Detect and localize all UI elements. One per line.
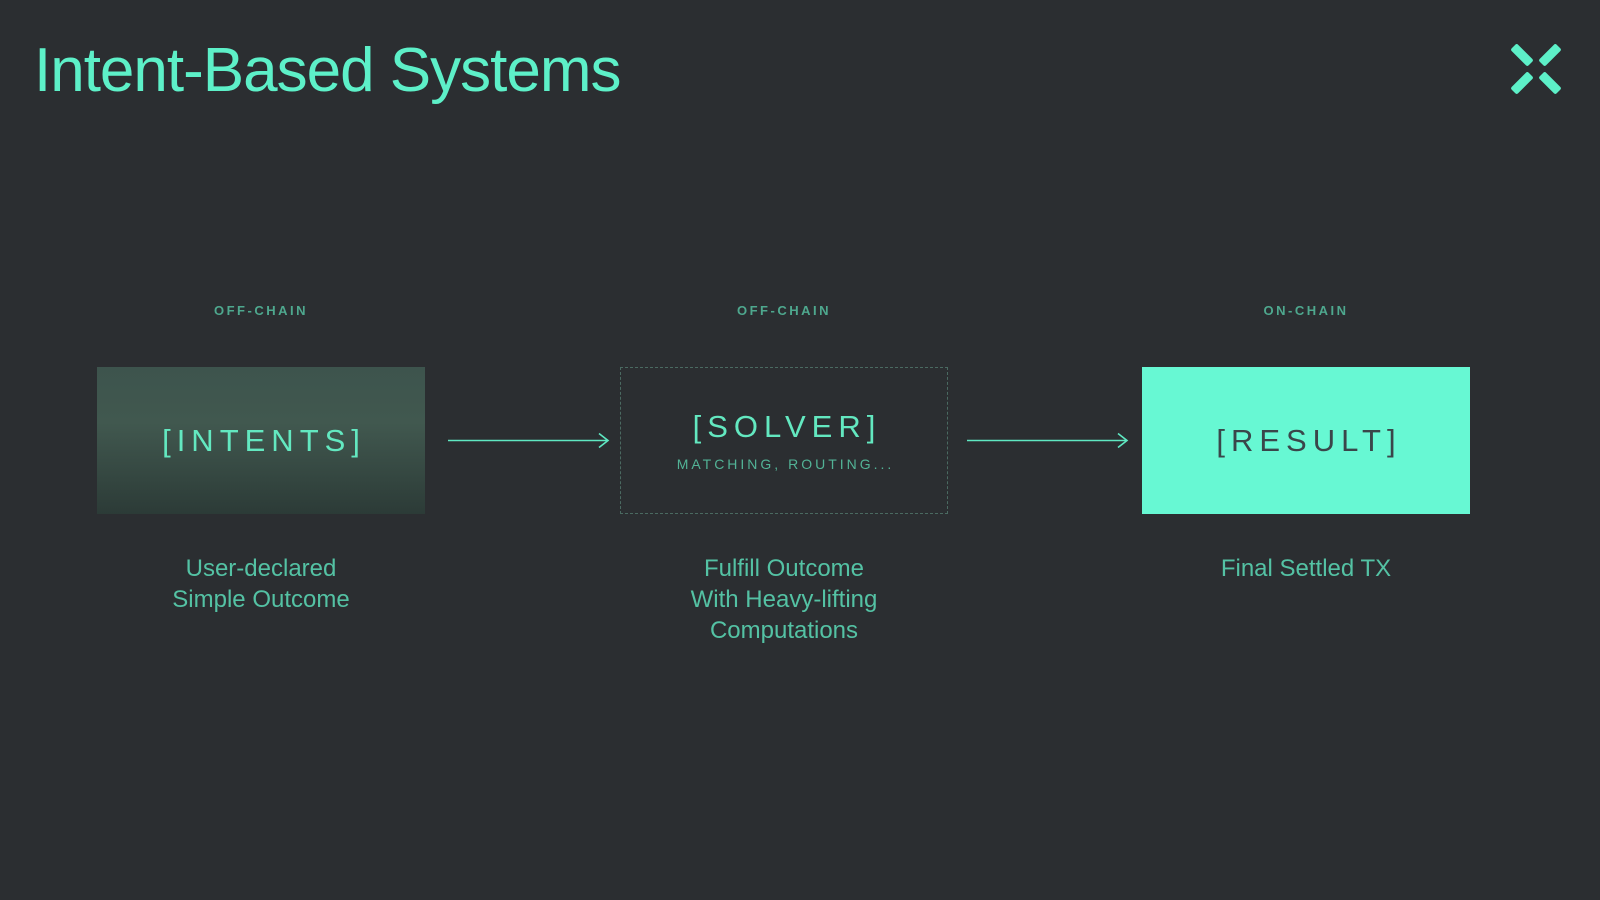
solver-caption-line-1: Fulfill Outcome [703,555,865,582]
solver-box-sublabel: MATCHING, ROUTING... [676,456,895,472]
arrow-right-icon-1 [448,432,610,449]
chain-label-off-chain-1: OFF-CHAIN [214,303,308,318]
intents-box-label: [INTENTS] [162,422,366,458]
node-solver: OFF-CHAIN [SOLVER] MATCHING, ROUTING... … [620,297,948,687]
x-mark-logo-icon [1508,41,1564,97]
page-title: Intent-Based Systems [34,36,621,105]
solver-caption-line-3: Computations [709,617,859,644]
solver-box-label: [SOLVER] [692,409,882,444]
intents-caption-line-1: User-declared [185,555,337,582]
result-caption-line-1: Final Settled TX [1220,555,1392,582]
intents-caption-line-2: Simple Outcome [172,586,350,613]
intents-box: [INTENTS] [97,367,425,514]
solver-box: [SOLVER] MATCHING, ROUTING... [620,367,948,514]
solver-caption: Fulfill Outcome With Heavy-lifting Compu… [580,553,988,646]
chain-label-on-chain: ON-CHAIN [1263,303,1349,318]
chain-label-off-chain-2: OFF-CHAIN [737,303,831,318]
node-result: ON-CHAIN [RESULT] Final Settled TX [1142,297,1470,687]
intents-caption: User-declared Simple Outcome [57,553,465,615]
solver-caption-line-2: With Heavy-lifting [690,586,878,613]
result-box: [RESULT] [1142,367,1470,514]
result-box-label: [RESULT] [1216,422,1402,458]
result-caption: Final Settled TX [1102,553,1510,584]
node-intents: OFF-CHAIN [INTENTS] User-declared Simple… [97,297,425,687]
arrow-right-icon-2 [967,432,1129,449]
